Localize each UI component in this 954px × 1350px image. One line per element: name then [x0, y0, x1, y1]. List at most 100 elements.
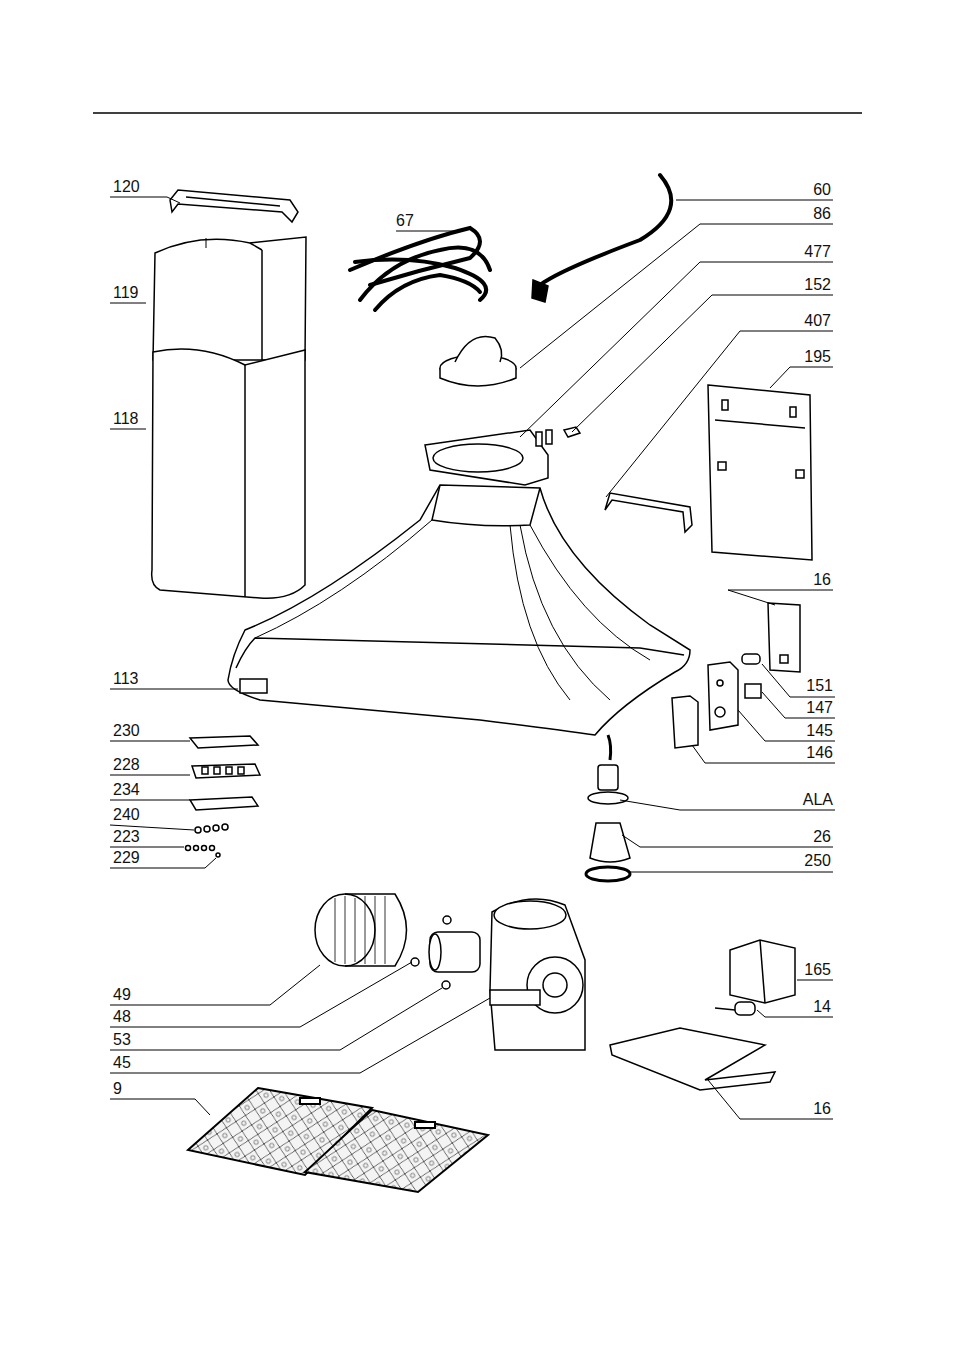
callout-number: 228: [113, 756, 140, 774]
chimney-part: [152, 349, 305, 598]
brackets-and-plate-part: [780, 655, 788, 663]
callout-number: 147: [806, 699, 833, 717]
control-board-part: [190, 736, 258, 748]
lamp-part: [586, 867, 630, 881]
callout-number: ALA: [803, 791, 833, 809]
cables-part: [532, 280, 548, 302]
chimney: [152, 190, 306, 598]
cables-part: [360, 248, 490, 301]
blower-part: [443, 916, 451, 924]
hood-body-part: [520, 525, 610, 700]
callout-number: 49: [113, 986, 131, 1004]
leader-lines-part: [622, 835, 833, 847]
callout-number: 152: [804, 276, 831, 294]
leader-lines-part: [762, 692, 835, 718]
callout-number: 26: [813, 828, 831, 846]
leader-lines-part: [110, 962, 412, 1027]
blower-part: [494, 901, 566, 929]
lamp: [586, 735, 630, 881]
control-board: [186, 736, 261, 857]
callout-number: 477: [804, 243, 831, 261]
leader-lines-part: [770, 367, 833, 388]
control-board-part: [202, 846, 207, 851]
control-board-part: [213, 825, 219, 831]
blower-part: [345, 894, 407, 966]
cables: [350, 175, 671, 310]
blower-part: [429, 934, 441, 970]
chimney-part: [250, 243, 262, 250]
control-board-part: [222, 824, 228, 830]
junction-and-plate: [610, 940, 795, 1090]
control-board-part: [216, 853, 220, 857]
switch-parts-part: [672, 696, 698, 748]
junction-and-plate-part: [715, 1008, 735, 1010]
callout-number: 146: [806, 744, 833, 762]
collar-and-valve-part: [425, 430, 548, 485]
callout-number: 229: [113, 849, 140, 867]
leader-lines-part: [520, 262, 833, 437]
chimney-part: [206, 238, 207, 248]
chimney-part: [170, 190, 298, 222]
brackets-and-plate-part: [715, 420, 805, 428]
grease-filters: [188, 1088, 488, 1192]
callout-number: 60: [813, 181, 831, 199]
blower-part: [543, 973, 567, 997]
leader-lines-part: [797, 980, 833, 981]
leader-lines-part: [110, 998, 490, 1073]
blower: [315, 894, 585, 1050]
callout-number: 16: [813, 571, 831, 589]
callout-number: 14: [813, 998, 831, 1016]
callout-number: 113: [113, 670, 139, 688]
leader-lines: [110, 197, 835, 1119]
brackets-and-plate-part: [768, 603, 800, 672]
control-board-part: [186, 846, 191, 851]
brackets-and-plate-part: [790, 407, 796, 417]
leader-lines-part: [520, 224, 833, 368]
control-board-part: [202, 767, 208, 774]
control-board-part: [194, 846, 199, 851]
switch-parts-part: [715, 707, 725, 717]
leader-lines-part: [110, 689, 238, 690]
brackets-and-plate-part: [718, 462, 726, 470]
callout-number: 48: [113, 1008, 131, 1026]
junction-and-plate-part: [730, 940, 795, 1003]
callout-number: 120: [113, 178, 140, 196]
leader-lines-part: [728, 590, 833, 605]
junction-and-plate-part: [735, 1002, 755, 1015]
callout-number: 230: [113, 722, 140, 740]
leader-lines-part: [110, 965, 320, 1005]
leader-lines-part: [606, 331, 833, 497]
switch-parts-part: [745, 684, 761, 698]
leader-lines-part: [396, 231, 455, 232]
switch-parts-part: [717, 680, 723, 686]
control-board-part: [210, 846, 215, 851]
leader-lines-part: [676, 200, 833, 201]
hood-body: [228, 485, 690, 735]
callout-number: 86: [813, 205, 831, 223]
leader-lines-part: [762, 664, 835, 697]
callout-number: 234: [113, 781, 140, 799]
callout-number: 119: [113, 284, 139, 302]
leader-lines-part: [110, 775, 190, 776]
collar-and-valve-part: [433, 444, 523, 472]
blower-part: [442, 981, 450, 989]
grease-filters-part: [300, 1098, 320, 1104]
switch-parts: [672, 654, 761, 748]
chimney-part: [261, 250, 263, 360]
chimney-part: [186, 197, 280, 206]
brackets-and-plate: [605, 385, 812, 672]
hood-body-part: [530, 525, 650, 660]
control-board-part: [190, 797, 258, 810]
lamp-part: [590, 823, 630, 862]
blower-part: [430, 932, 480, 972]
callout-number: 165: [804, 961, 831, 979]
collar-and-valve-part: [536, 432, 542, 446]
chimney-part: [244, 365, 246, 597]
blower-part: [411, 958, 419, 966]
control-board-part: [226, 767, 232, 774]
brackets-and-plate-part: [605, 493, 692, 532]
brackets-and-plate-part: [708, 385, 812, 560]
cables-part: [540, 175, 671, 285]
collar-and-valve-part: [440, 368, 516, 386]
